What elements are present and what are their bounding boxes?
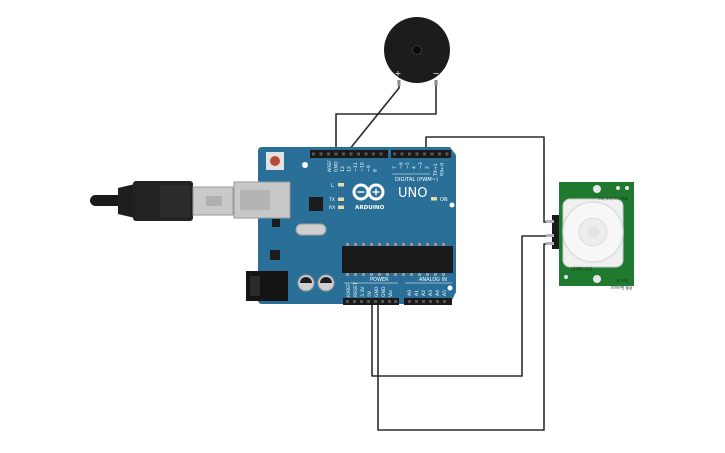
usb-metal-hole bbox=[206, 196, 222, 206]
wire-pir-vcc[interactable] bbox=[371, 235, 554, 377]
pir-small-dot-1 bbox=[616, 186, 620, 190]
buzzer-minus-label: − bbox=[433, 69, 440, 78]
pin-label-12: 12 bbox=[347, 166, 353, 172]
arduino-logo-symbols bbox=[357, 188, 380, 196]
led-rx-label: RX bbox=[329, 205, 335, 211]
led-tx-label: TX bbox=[328, 197, 335, 203]
pin-label-aref: AREF bbox=[327, 160, 333, 172]
mount-hole-2 bbox=[449, 202, 455, 208]
analog-pin-labels: A0 A1 A2 A3 A4 A5 bbox=[407, 290, 448, 296]
atmega-chip-pins-bottom bbox=[346, 273, 445, 276]
buzzer-plus-label: + bbox=[395, 69, 402, 78]
pin-label-2: 2 bbox=[425, 166, 431, 169]
arduino-logo-icon bbox=[352, 183, 385, 201]
arduino-brand: ARDUINO bbox=[355, 205, 385, 211]
buzzer-leg-minus bbox=[434, 80, 438, 86]
led-on-label: ON bbox=[440, 197, 448, 203]
wire-buzzer-minus[interactable] bbox=[335, 82, 437, 157]
pir-text-1: Mechanical Inc. bbox=[597, 196, 628, 201]
pin-label-reset: RESET bbox=[353, 282, 359, 297]
atmega-chip bbox=[342, 246, 453, 273]
digital-pwm-label: DIGITAL (PWM~) bbox=[395, 177, 438, 183]
usb-cable-tip bbox=[90, 195, 125, 206]
piezo-buzzer[interactable]: + − bbox=[384, 17, 450, 86]
top-header-left bbox=[310, 150, 388, 158]
usb-connector-ridge bbox=[160, 185, 190, 217]
analog-header bbox=[404, 298, 452, 305]
board-usb-port-inner bbox=[240, 190, 270, 210]
led-l bbox=[338, 183, 344, 187]
pin-label-8: 8 bbox=[373, 169, 379, 172]
pir-text-3: PIR Sensor bbox=[610, 285, 632, 290]
buzzer-leg-plus bbox=[397, 80, 401, 86]
usb-chip bbox=[309, 197, 323, 211]
pin-label-rx0: RX←0 bbox=[440, 163, 446, 176]
power-pin-labels: IOREF RESET 3.3V 5V GND GND Vin bbox=[346, 282, 394, 297]
pin-label-9: ~9 bbox=[366, 165, 372, 172]
led-on bbox=[431, 197, 437, 201]
pir-text-2: 555-28027 bbox=[570, 266, 592, 271]
pin-label-13: 13 bbox=[340, 166, 346, 172]
pin-label-a4: A4 bbox=[435, 290, 441, 296]
pir-pins bbox=[546, 220, 554, 245]
pin-label-a0: A0 bbox=[407, 290, 413, 296]
pir-pin-header bbox=[552, 215, 560, 249]
pir-lens-center bbox=[587, 226, 599, 238]
dc-power-jack-front bbox=[250, 276, 260, 296]
power-label: POWER bbox=[370, 277, 389, 283]
buzzer-hole bbox=[412, 45, 422, 55]
arduino-uno-board[interactable]: AREF GND 13 12 ~11 ~10 ~9 8 7 ~6 ~5 4 ~3… bbox=[233, 147, 456, 305]
pir-mount-hole-top bbox=[593, 185, 601, 193]
pin-label-a5: A5 bbox=[442, 290, 448, 296]
pin-label-tx1: TX→1 bbox=[433, 163, 439, 177]
mount-hole-3 bbox=[447, 285, 453, 291]
regulator bbox=[270, 250, 280, 260]
top-header-holes bbox=[312, 152, 449, 156]
pir-sensor[interactable]: Mechanical Inc. 555-28027 PIR Sensor Rev… bbox=[546, 182, 634, 290]
pir-text-4: Rev B bbox=[616, 278, 628, 283]
pin-label-a2: A2 bbox=[421, 290, 427, 296]
pin-label-gnd-2: GND bbox=[381, 286, 387, 297]
capacitor-2-mark bbox=[320, 277, 332, 283]
top-pin-labels: AREF GND 13 12 ~11 ~10 ~9 8 7 ~6 ~5 4 ~3… bbox=[327, 160, 446, 177]
board-model: UNO bbox=[398, 186, 427, 201]
top-header-right bbox=[391, 150, 451, 158]
usb-cable[interactable] bbox=[90, 181, 234, 221]
reset-button[interactable] bbox=[270, 156, 280, 166]
capacitor-1-mark bbox=[300, 277, 312, 283]
pin-label-3: ~3 bbox=[418, 162, 424, 169]
pin-label-a3: A3 bbox=[428, 290, 434, 296]
pir-mount-hole-bottom bbox=[593, 275, 601, 283]
led-tx bbox=[338, 197, 344, 201]
pin-label-gnd-1: GND bbox=[374, 286, 380, 297]
crystal-oscillator bbox=[295, 223, 327, 236]
usb-cable-strain bbox=[118, 184, 135, 218]
led-rx bbox=[338, 205, 344, 209]
atmega-chip-pins-top bbox=[346, 243, 445, 246]
pin-label-ioref: IOREF bbox=[346, 283, 352, 297]
pin-label-11: ~11 bbox=[353, 162, 359, 172]
pin-label-3v3: 3.3V bbox=[360, 286, 366, 297]
pin-label-10: ~10 bbox=[360, 162, 366, 172]
pin-label-gnd: GND bbox=[334, 161, 340, 172]
pin-label-7: 7 bbox=[392, 166, 398, 169]
bottom-header-holes bbox=[346, 300, 446, 303]
pin-label-vin: Vin bbox=[388, 290, 394, 297]
led-l-label: L bbox=[331, 183, 334, 189]
pin-label-6: ~6 bbox=[399, 162, 405, 169]
small-chip bbox=[272, 219, 280, 227]
pir-small-dot-2 bbox=[625, 186, 629, 190]
pin-label-5: ~5 bbox=[405, 162, 411, 169]
power-header bbox=[343, 298, 399, 305]
mount-hole-1 bbox=[302, 162, 308, 168]
pin-label-5v: 5V bbox=[367, 290, 373, 297]
pin-label-a1: A1 bbox=[414, 290, 420, 296]
pir-small-dot-3 bbox=[564, 275, 568, 279]
pin-label-4: 4 bbox=[412, 166, 418, 169]
analog-in-label: ANALOG IN bbox=[419, 277, 447, 283]
wire-buzzer-plus[interactable] bbox=[348, 82, 400, 157]
